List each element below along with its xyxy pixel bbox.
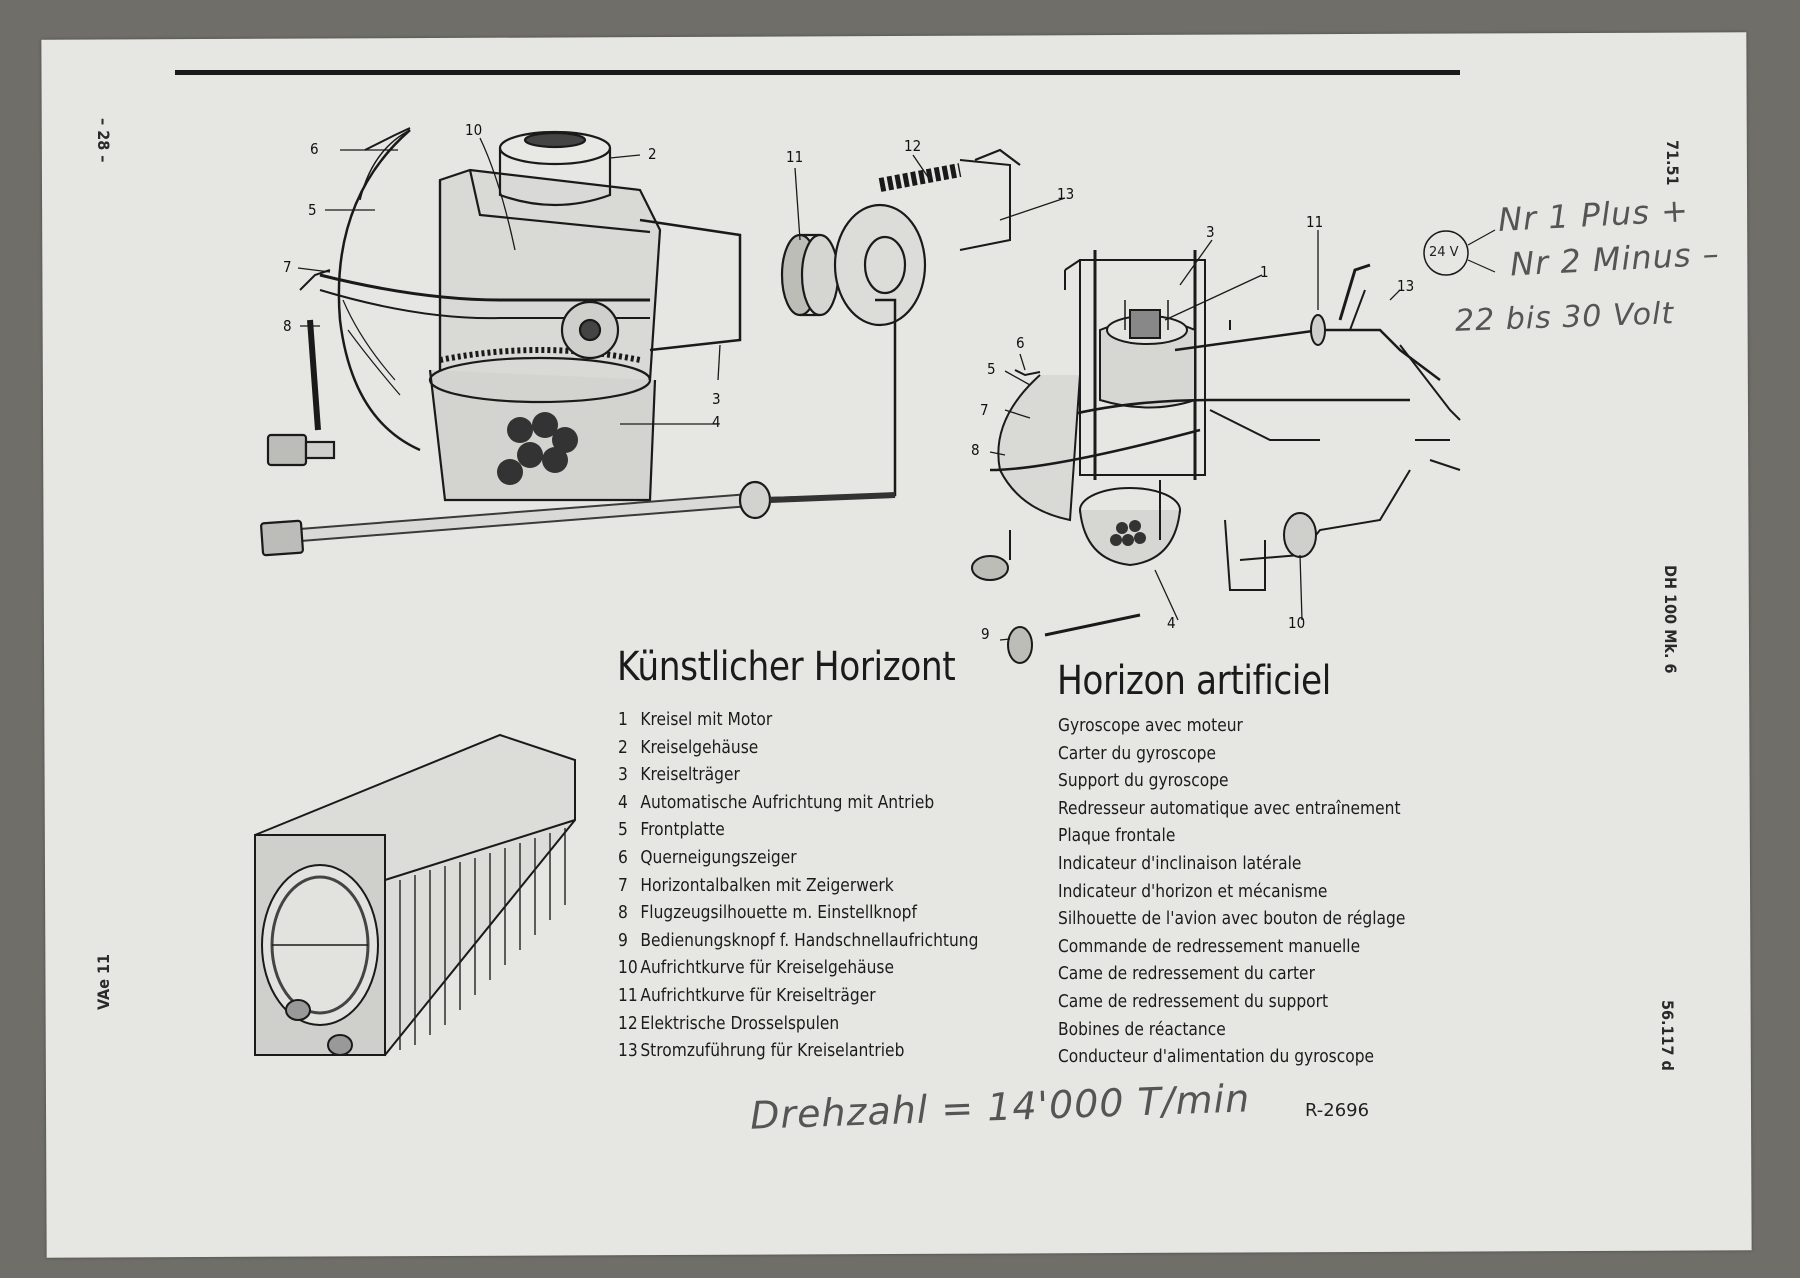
callout-right-8: 8	[971, 441, 980, 459]
header-rule	[175, 70, 1460, 75]
french-title: Horizon artificiel	[1057, 658, 1331, 704]
instrument-illustration	[254, 733, 576, 1057]
german-title: Künstlicher Horizont	[617, 644, 956, 690]
list-item: Silhouette de l'avion avec bouton de rég…	[1058, 908, 1406, 930]
callout-right-3: 3	[1206, 223, 1215, 241]
right-top-code: 71.51	[1663, 140, 1682, 186]
list-item: Bobines de réactance	[1058, 1018, 1226, 1040]
callout-right-4: 4	[1167, 614, 1176, 632]
list-item: Commande de redressement manuelle	[1058, 935, 1361, 957]
left-code: VAe 11	[94, 954, 113, 1010]
list-item: Gyroscope avec moteur	[1058, 715, 1243, 736]
callout-left-8: 8	[283, 317, 292, 335]
voltage-badge: 24 V	[1429, 245, 1459, 260]
schematic-diagram	[971, 229, 1496, 664]
right-bottom-code: 56.117 d	[1658, 1000, 1677, 1071]
callout-left-5: 5	[308, 201, 317, 219]
callout-right-10: 10	[1288, 614, 1306, 632]
list-item: Support du gyroscope	[1058, 770, 1229, 792]
list-item: Indicateur d'inclinaison latérale	[1058, 852, 1302, 874]
callout-left-13: 13	[1057, 185, 1075, 203]
callout-right-9: 9	[981, 625, 990, 643]
list-item: Came de redressement du support	[1058, 990, 1329, 1012]
callout-right-7: 7	[980, 401, 989, 419]
callout-left-6: 6	[310, 140, 319, 158]
page-number: – 28 –	[94, 118, 113, 163]
callout-right-5: 5	[987, 360, 996, 378]
callout-right-6: 6	[1016, 334, 1025, 352]
callout-right-1: 1	[1260, 263, 1269, 281]
list-item: Indicateur d'horizon et mécanisme	[1058, 880, 1328, 902]
callout-left-3: 3	[712, 390, 721, 408]
list-item: Plaque frontale	[1058, 825, 1176, 847]
callout-left-11: 11	[786, 148, 804, 166]
callout-right-13: 13	[1397, 277, 1415, 295]
right-model-code: DH 100 Mk. 6	[1661, 565, 1680, 674]
list-item: Carter du gyroscope	[1058, 742, 1216, 764]
exploded-gyro-diagram	[260, 127, 1066, 557]
callout-left-7: 7	[283, 258, 292, 276]
list-item: Conducteur d'alimentation du gyroscope	[1058, 1046, 1375, 1068]
callout-left-2: 2	[648, 145, 657, 163]
callout-left-12: 12	[904, 137, 922, 155]
list-item: Came de redressement du carter	[1058, 963, 1315, 985]
reference-code: R-2696	[1305, 1100, 1370, 1121]
callout-left-10: 10	[465, 121, 483, 139]
callout-left-4: 4	[712, 413, 721, 431]
list-item: Redresseur automatique avec entraînement	[1058, 797, 1401, 819]
french-parts-list: Gyroscope avec moteur Carter du gyroscop…	[1058, 712, 1462, 1071]
callout-right-11: 11	[1306, 213, 1324, 231]
